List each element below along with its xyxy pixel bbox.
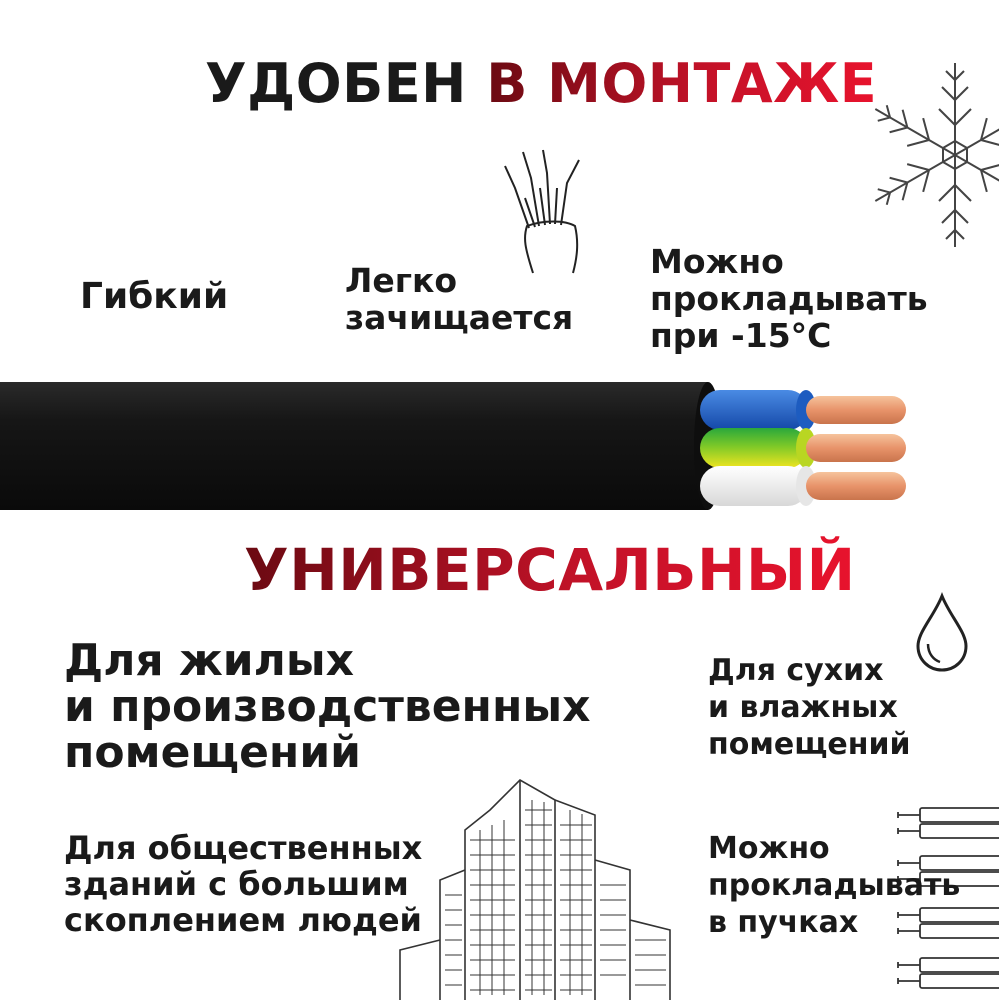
feature-public-line-3: скоплением людей (64, 901, 422, 939)
feature-cold-install: Можно прокладывать при -15°C (650, 243, 928, 354)
feature-dry-wet-rooms: Для сухих и влажных помещений (708, 652, 911, 763)
feature-bundles-line-3: в пучках (708, 905, 859, 940)
feature-public-line-2: зданий с большим (64, 865, 409, 903)
heading-universal: УНИВЕРСАЛЬНЫЙ (244, 536, 856, 604)
feature-bundles-line-1: Можно (708, 831, 830, 866)
water-drop-icon (916, 591, 968, 672)
feature-easy-strip-line-1: Легко (345, 261, 458, 300)
feature-public-line-1: Для общественных (64, 829, 423, 867)
heading-dark-part: УДОБЕН (205, 52, 487, 115)
feature-cold-install-line-1: Можно (650, 242, 784, 281)
heading-red-part: В МОНТАЖЕ (486, 52, 878, 115)
feature-public-buildings: Для общественных зданий с большим скопле… (64, 830, 422, 938)
feature-residential-line-2: и производственных (64, 681, 591, 732)
feature-flexible: Гибкий (80, 276, 229, 317)
wire-strip-icon (504, 149, 580, 274)
feature-bundles-line-2: прокладывать (708, 868, 961, 903)
feature-cold-install-line-3: при -15°C (650, 316, 832, 355)
feature-easy-strip-line-2: зачищается (345, 298, 574, 337)
feature-residential-line-3: помещений (64, 727, 361, 778)
feature-cold-install-line-2: прокладывать (650, 279, 928, 318)
feature-bundles: Можно прокладывать в пучках (708, 830, 960, 941)
feature-dry-wet-line-3: помещений (708, 727, 911, 762)
feature-residential-industrial: Для жилых и производственных помещений (64, 638, 591, 776)
cable-illustration (0, 382, 906, 510)
wire-bundle-icon (897, 807, 999, 989)
feature-dry-wet-line-2: и влажных (708, 690, 898, 725)
feature-easy-strip: Легко зачищается (345, 262, 573, 336)
building-sketch-icon (399, 779, 671, 1000)
feature-dry-wet-line-1: Для сухих (708, 653, 884, 688)
feature-residential-line-1: Для жилых (64, 635, 354, 686)
snowflake-icon (866, 63, 999, 248)
heading-convenient-installation: УДОБЕН В МОНТАЖЕ (205, 52, 877, 115)
